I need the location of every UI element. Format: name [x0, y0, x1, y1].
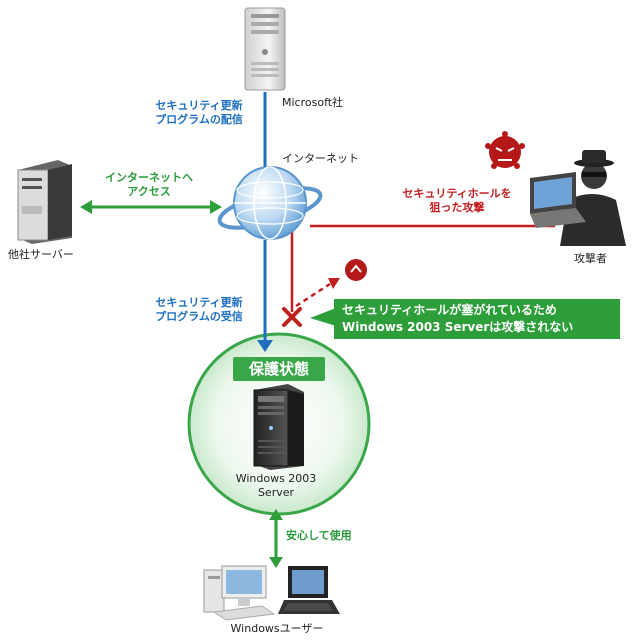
server-label-line2: Server — [257, 486, 295, 499]
internet-access-line1: インターネットへ — [105, 171, 193, 184]
attack-line2: 狙った攻撃 — [429, 201, 485, 214]
internet-access-label: インターネットへ アクセス — [94, 171, 204, 199]
windows-2003-server-icon — [253, 384, 304, 470]
safe-use-label: 安心して使用 — [286, 529, 352, 542]
other-server-icon — [17, 160, 72, 244]
protected-status-badge: 保護状態 — [233, 357, 325, 381]
server-label-line1: Windows 2003 — [235, 472, 317, 485]
update-receive-line1: セキュリティ更新 — [155, 296, 243, 309]
deflect-arrowhead — [328, 278, 340, 289]
blocked-x-mark — [282, 307, 302, 327]
access-arrowhead-left — [80, 200, 92, 214]
virus-small-icon — [345, 259, 367, 281]
update-arrowhead — [257, 340, 273, 352]
update-distribution-line2: プログラムの配信 — [155, 113, 243, 126]
safe-use-arrowhead-up — [269, 509, 283, 520]
other-server-label: 他社サーバー — [8, 248, 74, 261]
safe-use-arrowhead-down — [269, 557, 283, 568]
windows-users-label: Windowsユーザー — [230, 622, 324, 635]
attacker-icon — [530, 150, 626, 246]
virus-angry-icon — [485, 131, 525, 169]
callout-line2: Windows 2003 Serverは攻撃されない — [342, 320, 574, 334]
update-distribution-line1: セキュリティ更新 — [155, 99, 243, 112]
callout-pointer — [310, 308, 336, 326]
callout-line1: セキュリティホールが塞がれているため — [342, 303, 557, 317]
attacker-label: 攻撃者 — [574, 252, 607, 265]
microsoft-label: Microsoft社 — [282, 96, 344, 109]
attack-label: セキュリティホールを 狙った攻撃 — [392, 187, 522, 215]
access-arrowhead-right — [210, 200, 222, 214]
update-distribution-label: セキュリティ更新 プログラムの配信 — [146, 99, 252, 127]
server-label: Windows 2003 Server — [226, 472, 326, 500]
windows-users-computers-icon — [203, 565, 340, 621]
internet-label: インターネット — [282, 152, 359, 165]
deflect-dashed-line — [295, 282, 331, 308]
microsoft-server-icon — [244, 7, 286, 91]
update-receive-line2: プログラムの受信 — [155, 310, 243, 323]
protection-callout: セキュリティホールが塞がれているため Windows 2003 Serverは攻… — [334, 299, 620, 339]
attack-line1: セキュリティホールを — [402, 187, 512, 200]
internet-globe-icon — [217, 166, 323, 240]
update-receive-label: セキュリティ更新 プログラムの受信 — [146, 296, 252, 324]
internet-access-line2: アクセス — [127, 185, 171, 198]
